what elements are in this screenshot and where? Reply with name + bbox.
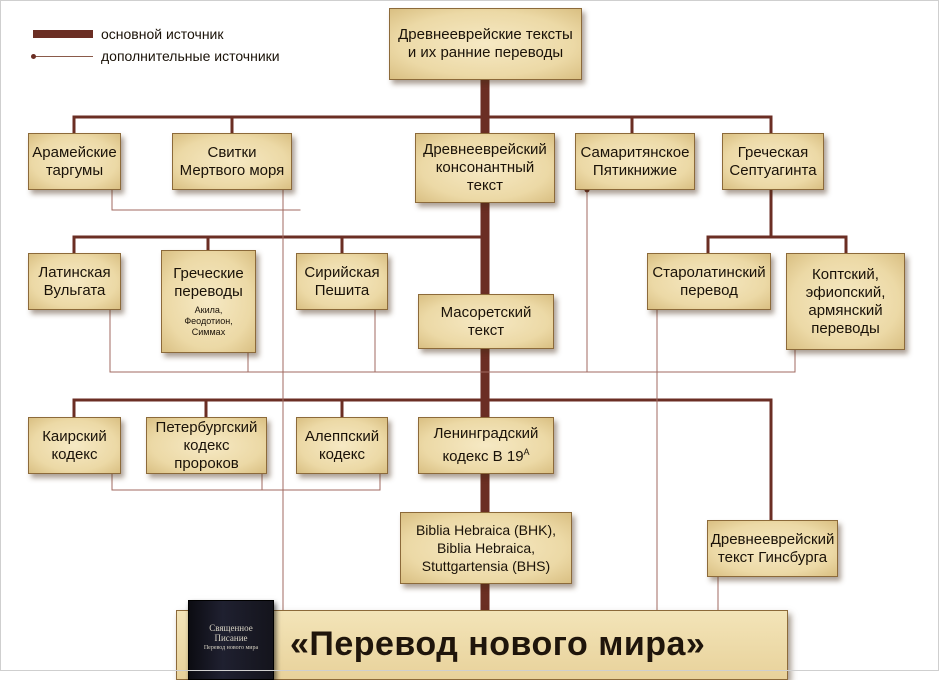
node-scrolls-label: Свитки Мертвого моря xyxy=(179,143,285,179)
legend-extra-label: дополнительные источники xyxy=(101,48,280,64)
node-vulgate: Латинская Вульгата xyxy=(28,253,121,310)
node-samaritan-label: Самаритянское Пятикнижие xyxy=(580,143,690,179)
legend-extra-sources: дополнительные источники xyxy=(31,48,280,64)
node-aramaic-label: Арамейские таргумы xyxy=(32,143,117,179)
book-subtitle: Перевод нового мира xyxy=(203,645,259,651)
node-masoretic-text: Масоретский текст xyxy=(418,294,554,349)
node-consonantal-label: Древнееврейский консонантный текст xyxy=(423,141,547,194)
node-aleppo-label: Алеппский кодекс xyxy=(304,427,380,463)
node-leningrad-label: Ленинградский кодекс B 19A xyxy=(434,425,539,466)
node-cairo-label: Каирский кодекс xyxy=(42,427,107,463)
node-greek-sublabel: Акила, Феодотион, Симмах xyxy=(184,305,233,337)
node-peshitta: Сирийская Пешита xyxy=(296,253,388,310)
node-ginsburg-text: Древнееврейский текст Гинсбурга xyxy=(707,520,838,577)
node-vulgate-label: Латинская Вульгата xyxy=(38,263,111,299)
node-septuagint: Греческая Септуагинта xyxy=(722,133,824,190)
node-septuagint-label: Греческая Септуагинта xyxy=(729,143,817,179)
legend-main-label: основной источник xyxy=(101,26,224,42)
node-root: Древнееврейские тексты и их ранние перев… xyxy=(389,8,582,80)
node-leningrad-sup: A xyxy=(523,447,530,457)
node-oldlatin-label: Старолатинский перевод xyxy=(652,263,766,299)
nwt-book-image: Священное Писание Перевод нового мира xyxy=(188,600,274,680)
node-ginsburg-label: Древнееврейский текст Гинсбурга xyxy=(710,530,835,566)
node-aramaic-targums: Арамейские таргумы xyxy=(28,133,121,190)
legend-main-source: основной источник xyxy=(33,26,224,42)
node-coptic-translations: Коптский, эфиопский, армянский переводы xyxy=(786,253,905,350)
node-greek-label: Греческие переводы xyxy=(173,265,244,300)
node-greek-translations: Греческие переводы Акила, Феодотион, Сим… xyxy=(161,250,256,353)
legend-thin-line-swatch xyxy=(31,53,93,59)
result-title: «Перевод нового мира» xyxy=(290,625,706,663)
node-leningrad-text: Ленинградский кодекс B 19 xyxy=(433,425,539,465)
node-root-label: Древнееврейские тексты и их ранние перев… xyxy=(398,26,573,61)
node-biblia-hebraica: Biblia Hebraica (BHK), Biblia Hebraica, … xyxy=(400,512,572,584)
node-peshitta-label: Сирийская Пешита xyxy=(304,263,380,299)
node-aleppo-codex: Алеппский кодекс xyxy=(296,417,388,474)
node-leningrad-codex: Ленинградский кодекс B 19A xyxy=(418,417,554,474)
node-dead-sea-scrolls: Свитки Мертвого моря xyxy=(172,133,292,190)
node-masoretic-label: Масоретский текст xyxy=(440,303,532,339)
node-samaritan-pentateuch: Самаритянское Пятикнижие xyxy=(575,133,695,190)
node-petersburg-label: Петербургский кодекс пророков xyxy=(155,418,258,472)
node-cairo-codex: Каирский кодекс xyxy=(28,417,121,474)
node-consonantal-text: Древнееврейский консонантный текст xyxy=(415,133,555,203)
node-old-latin: Старолатинский перевод xyxy=(647,253,771,310)
legend-thick-line-swatch xyxy=(33,30,93,38)
result-banner xyxy=(176,610,788,680)
book-title: Священное Писание xyxy=(209,623,253,643)
node-biblia-label: Biblia Hebraica (BHK), Biblia Hebraica, … xyxy=(415,522,557,574)
node-coptic-label: Коптский, эфиопский, армянский переводы xyxy=(805,265,886,337)
node-petersburg-codex: Петербургский кодекс пророков xyxy=(146,417,267,474)
